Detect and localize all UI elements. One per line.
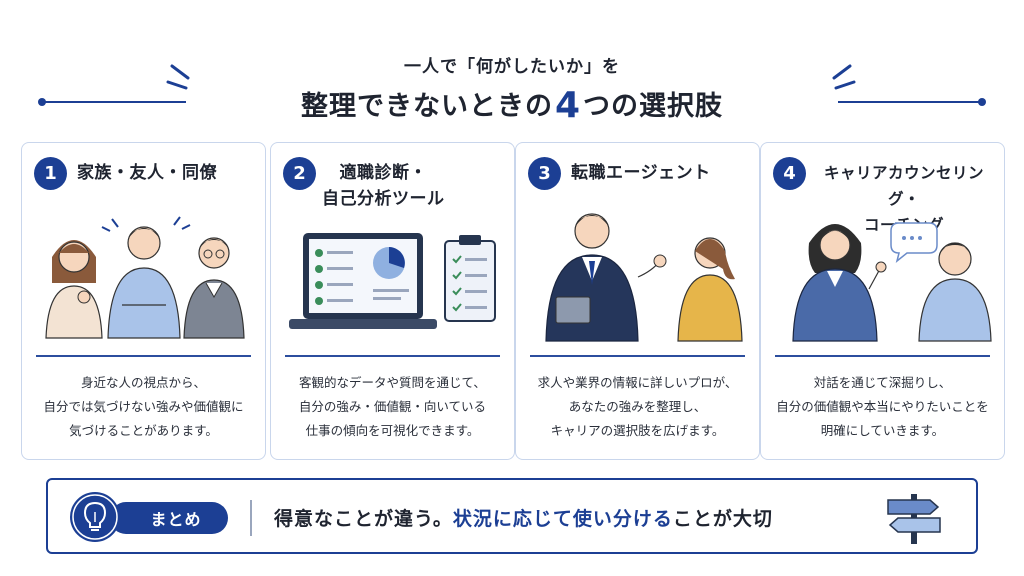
- card-header: 4 キャリアカウンセリング・ コーチング: [773, 157, 996, 234]
- lightbulb-icon: [70, 492, 120, 542]
- summary-label: まとめ: [110, 502, 228, 534]
- family-friends-illustration: [32, 213, 255, 485]
- right-decoration: [832, 64, 986, 106]
- option-card-agent: 3 転職エージェント 求人や業界の情報に詳しいプロが、 あなたの強みを整理し、 …: [515, 142, 760, 460]
- card-header: 1 家族・友人・同僚: [34, 157, 257, 217]
- card-divider: [285, 355, 500, 357]
- summary-bar: まとめ 得意なことが違う。状況に応じて使い分けることが大切: [46, 478, 978, 554]
- card-title: 転職エージェント: [571, 163, 711, 183]
- card-divider: [36, 355, 251, 357]
- agent-consultation-icon: [545, 213, 743, 342]
- number-badge: 1: [34, 157, 67, 190]
- laptop-chart-icon: [289, 233, 437, 329]
- speech-bubble-icon: [890, 222, 938, 263]
- number-badge: 2: [283, 157, 316, 190]
- client-icon: [918, 242, 992, 342]
- counseling-illustration: [771, 213, 994, 485]
- subtitle: 一人で「何がしたいか」を: [404, 57, 620, 77]
- card-description: 身近な人の視点から、 自分では気づけない強みや価値観に 気づけることがあります。: [43, 375, 244, 438]
- card-description: 客観的なデータや質問を通じて、 自分の強み・価値観・向いている 仕事の傾向を可視…: [298, 375, 487, 438]
- card-header: 2 適職診断・ 自己分析ツール: [283, 157, 506, 217]
- card-title: 適職診断・ 自己分析ツール: [322, 163, 445, 209]
- card-title: 家族・友人・同僚: [77, 163, 217, 183]
- option-card-family: 1 家族・友人・同僚: [21, 142, 266, 460]
- header: 一人で「何がしたいか」を 整理できないときの4つの選択肢: [0, 0, 1024, 140]
- title-number: 4: [554, 85, 582, 126]
- left-decoration: [38, 64, 190, 106]
- card-description: 求人や業界の情報に詳しいプロが、 あなたの強みを整理し、 キャリアの選択肢を広げ…: [537, 375, 738, 438]
- agent-illustration: [526, 213, 749, 485]
- option-card-counseling: 4 キャリアカウンセリング・ コーチング: [760, 142, 1005, 460]
- page-title: 整理できないときの4つの選択肢: [0, 84, 1024, 126]
- title-post: つの選択肢: [583, 91, 724, 122]
- card-description: 対話を通じて深掘りし、 自分の価値観や本当にやりたいことを 明確にしていきます。: [776, 375, 989, 438]
- card-divider: [775, 355, 990, 357]
- summary-highlight: 状況に応じて使い分ける: [452, 508, 673, 530]
- card-divider: [530, 355, 745, 357]
- summary-text: 得意なことが違う。状況に応じて使い分けることが大切: [274, 508, 773, 530]
- clipboard-checklist-icon: [444, 235, 496, 322]
- summary-divider: [250, 500, 252, 536]
- option-card-diagnosis-tools: 2 適職診断・ 自己分析ツール: [270, 142, 515, 460]
- title-pre: 整理できないときの: [300, 91, 553, 122]
- card-header: 3 転職エージェント: [528, 157, 751, 217]
- counselor-icon: [792, 224, 887, 342]
- number-badge: 3: [528, 157, 561, 190]
- people-group-icon: [45, 216, 245, 339]
- tools-illustration: [281, 213, 504, 485]
- number-badge: 4: [773, 157, 806, 190]
- signpost-icon: [887, 494, 941, 544]
